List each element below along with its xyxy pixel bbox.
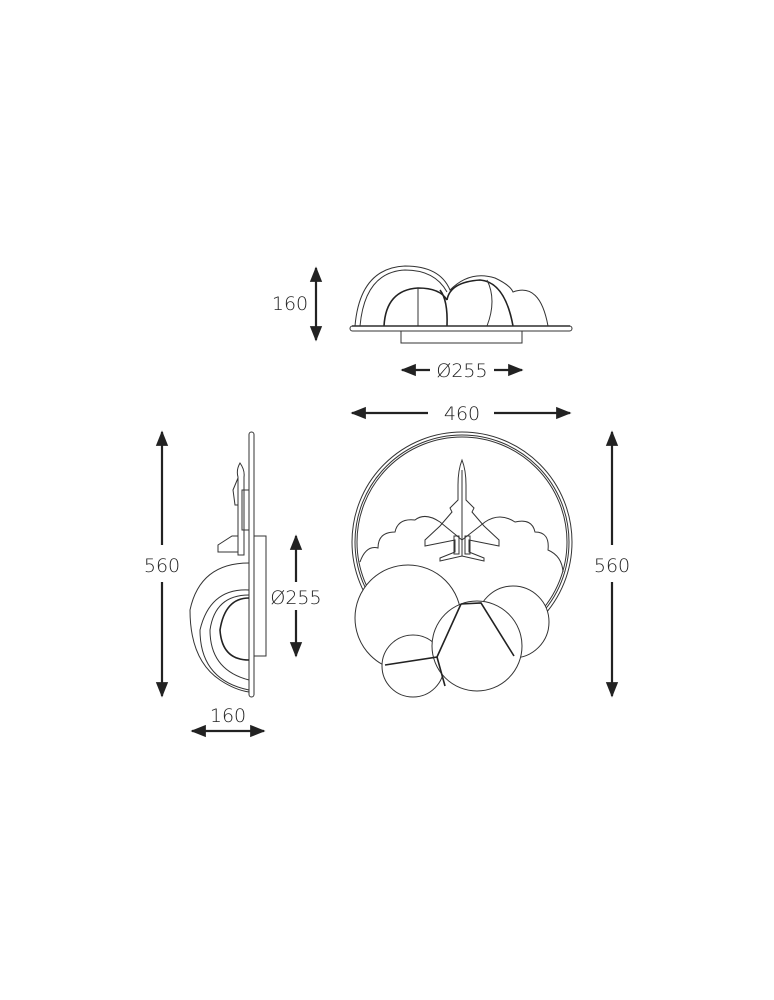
front-width-dimension: 460: [350, 403, 572, 425]
top-view: [349, 265, 573, 344]
side-height-label: 560: [144, 555, 180, 577]
top-diameter-label: Ø255: [436, 360, 487, 382]
front-height-label: 560: [594, 555, 630, 577]
side-diameter-dimension: Ø255: [270, 534, 322, 658]
side-depth-dimension: 160: [190, 705, 266, 738]
top-height-dimension: 160: [272, 266, 323, 342]
side-depth-label: 160: [210, 705, 246, 727]
jet-icon: [424, 458, 500, 562]
top-height-label: 160: [272, 293, 308, 315]
front-view: [351, 431, 573, 698]
side-view: [189, 431, 267, 698]
front-width-label: 460: [444, 403, 480, 425]
side-diameter-label: Ø255: [270, 587, 321, 609]
top-diameter-dimension: Ø255: [400, 360, 524, 382]
side-height-dimension: 560: [144, 430, 180, 698]
front-height-dimension: 560: [594, 430, 630, 698]
